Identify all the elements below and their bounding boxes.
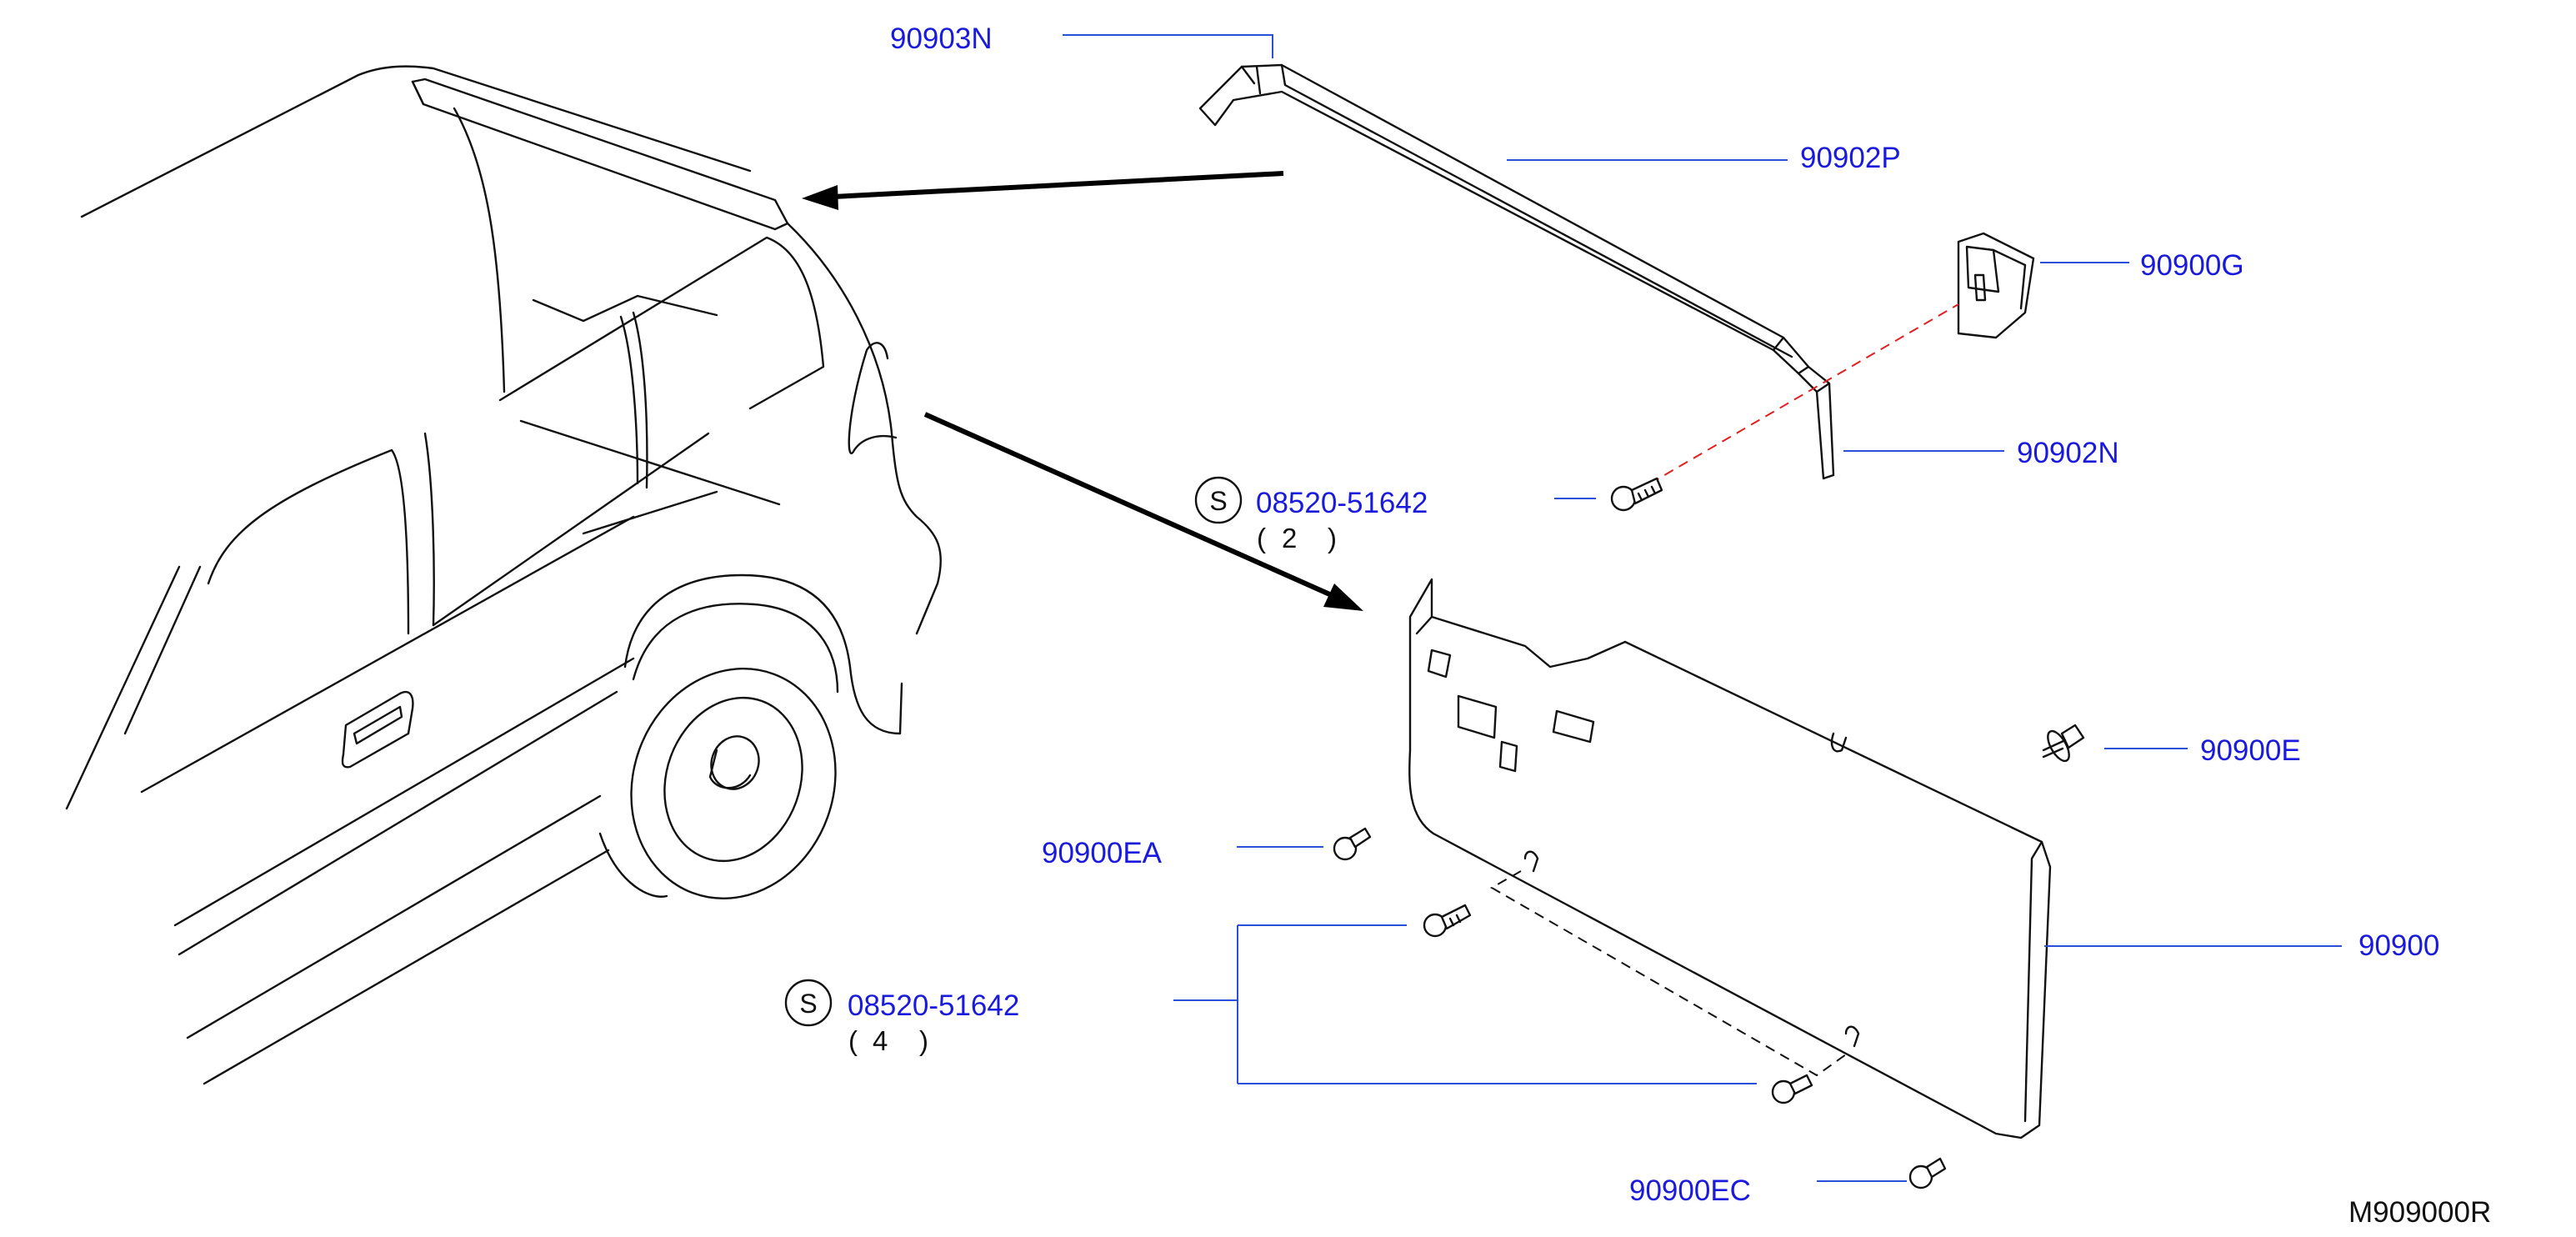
label-screw-top-code: 08520-51642 (1256, 487, 1428, 519)
standard-part-letter-top: S (1209, 486, 1227, 516)
standard-part-symbol-top (1194, 476, 1243, 524)
screw-bottom-qty: 4 (873, 1025, 888, 1056)
label-90900ea: 90900EA (1042, 837, 1163, 869)
panel-screw-lower (1771, 1074, 1813, 1104)
clip-alignment-line (1489, 870, 1847, 1077)
leader-lines (1063, 34, 2342, 1182)
trim-panel-90900 (1408, 578, 2052, 1139)
standard-part-symbol-bottom (784, 979, 833, 1027)
label-90900e: 90900E (2200, 734, 2301, 767)
screw-bottom-qty-open: ( (848, 1025, 858, 1056)
screw-top (1610, 477, 1663, 512)
label-90900: 90900 (2358, 929, 2439, 962)
standard-part-letter-bottom: S (799, 989, 817, 1019)
fastener-90900ea (1333, 827, 1372, 861)
screw-top-qty-open: ( (1257, 523, 1266, 553)
attachment-line-red (1649, 303, 1959, 484)
screw-bottom-qty-close: ) (919, 1025, 928, 1056)
label-90900g: 90900G (2140, 249, 2244, 282)
fastener-90900ec (1908, 1157, 1947, 1189)
label-90903n: 90903N (890, 23, 993, 55)
label-screw-bottom-code: 08520-51642 (848, 989, 1019, 1022)
label-90902p: 90902P (1800, 142, 1901, 174)
screw-top-qty: 2 (1282, 523, 1297, 553)
vehicle-illustration (65, 65, 942, 1085)
spoiler-finisher-part (1198, 63, 1835, 480)
diagram-code: M909000R (2348, 1196, 2491, 1229)
fastener-90900e (2042, 724, 2085, 763)
callout-screw-top: S 08520-51642 ( 2 ) (1194, 476, 1428, 553)
clip-90900g (1957, 232, 2035, 339)
screw-top-qty-close: ) (1328, 523, 1337, 553)
panel-screw-upper (1423, 904, 1472, 938)
label-90902n: 90902N (2017, 437, 2119, 469)
pointer-arrows (802, 171, 1363, 611)
label-90900ec: 90900EC (1629, 1174, 1751, 1207)
callout-screw-bottom: S 08520-51642 ( 4 ) (784, 979, 1019, 1056)
